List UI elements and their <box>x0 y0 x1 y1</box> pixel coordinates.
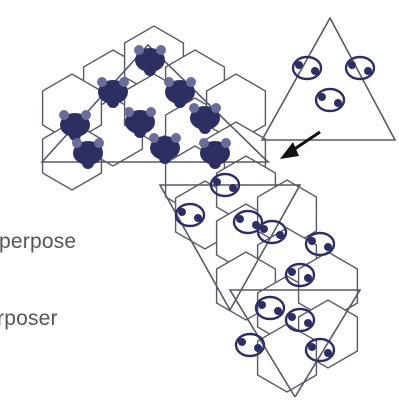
molecule-dark-lobe-c-8 <box>159 152 171 164</box>
molecule-dark-lobe-c-3 <box>134 126 146 138</box>
molecule-light-dot-b-3 <box>229 184 237 192</box>
molecule-light-dot-a-1 <box>348 61 356 69</box>
molecule-dark-lobe-c-0 <box>144 64 156 76</box>
molecule-dark-lobe-a-4 <box>59 110 69 120</box>
molecule-dark-lobe-c-2 <box>174 96 186 108</box>
molecule-light-dot-a-2 <box>318 93 326 101</box>
molecule-light-dot-a-0 <box>295 61 303 69</box>
molecule-light-dot-a-11 <box>238 338 246 346</box>
molecule-light-dot-b-1 <box>364 67 372 75</box>
molecule-light-dot-b-10 <box>304 319 312 327</box>
molecule-dark-lobe-b-2 <box>186 77 196 87</box>
triangle-outline-upper-right <box>262 18 395 140</box>
molecule-light-dot-b-7 <box>324 243 332 251</box>
molecule-light-dot-b-4 <box>194 214 202 222</box>
arrow-head <box>280 142 299 159</box>
molecule-dark-lobe-a-6 <box>72 138 82 148</box>
hexagon-cells-layer <box>43 26 358 392</box>
molecule-light-dot-a-10 <box>288 313 296 321</box>
molecule-dark-lobe-c-6 <box>82 157 94 169</box>
molecule-light-dot-b-6 <box>276 231 284 239</box>
molecule-dark-lobe-c-5 <box>199 122 211 134</box>
label-superposer: rposer <box>0 307 58 331</box>
molecule-dark-lobe-b-0 <box>156 45 166 55</box>
molecule-dark-lobe-b-6 <box>94 138 104 148</box>
molecule-dark-lobe-b-4 <box>81 110 91 120</box>
molecule-light-dot-a-3 <box>213 178 221 186</box>
molecule-light-dot-a-7 <box>308 237 316 245</box>
molecule-dark-lobe-c-7 <box>209 157 221 169</box>
label-superpose: perpose <box>0 230 76 254</box>
molecule-dark-lobe-a-7 <box>199 138 209 148</box>
arrow-layer <box>280 132 320 159</box>
molecule-light-dot-b-8 <box>304 274 312 282</box>
molecule-dark-lobe-b-7 <box>221 138 231 148</box>
molecule-light-dot-a-12 <box>308 343 316 351</box>
molecule-light-dot-b-9 <box>274 307 282 315</box>
molecule-light-dot-a-8 <box>288 268 296 276</box>
molecule-light-dot-a-5 <box>236 215 244 223</box>
molecule-dark-lobe-b-3 <box>146 107 156 117</box>
molecule-light-dot-a-9 <box>258 301 266 309</box>
molecule-light-dot-b-12 <box>324 349 332 357</box>
molecule-light-dot-b-2 <box>334 99 342 107</box>
molecule-light-dot-a-4 <box>178 208 186 216</box>
molecule-dark-lobe-b-8 <box>171 133 181 143</box>
molecule-dark-lobe-a-0 <box>134 45 144 55</box>
molecule-light-dot-b-11 <box>254 344 262 352</box>
molecule-dark-lobe-c-1 <box>107 96 119 108</box>
molecule-dark-lobe-a-3 <box>124 107 134 117</box>
molecule-light-dot-a-6 <box>260 225 268 233</box>
molecule-dark-lobe-a-5 <box>189 103 199 113</box>
molecule-dark-lobe-b-1 <box>119 77 129 87</box>
molecule-dark-lobe-a-1 <box>97 77 107 87</box>
molecule-dark-lobe-b-5 <box>211 103 221 113</box>
molecule-dark-lobe-a-2 <box>164 77 174 87</box>
molecule-light-dot-b-0 <box>311 67 319 75</box>
molecule-dark-lobe-a-8 <box>149 133 159 143</box>
